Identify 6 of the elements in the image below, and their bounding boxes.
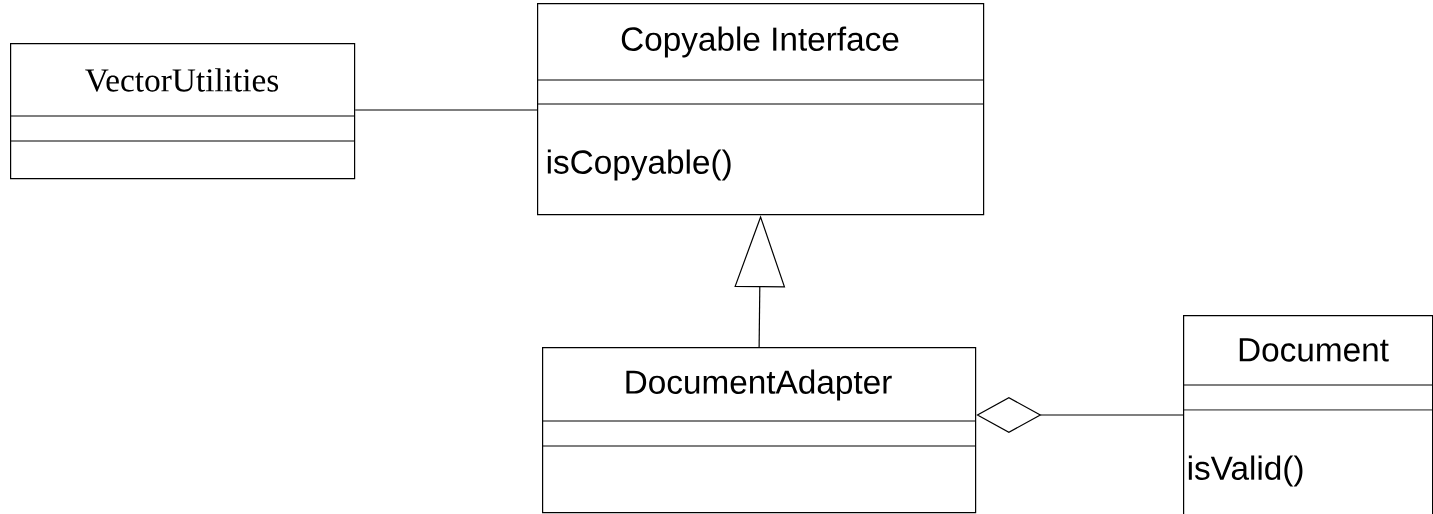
class-box: DocumentAdapter <box>541 347 977 514</box>
class-box: VectorUtilities <box>9 43 356 180</box>
class-box: Document isValid() <box>1182 315 1433 514</box>
class-box: Copyable Interface isCopyable() <box>536 3 985 216</box>
association-line <box>354 109 538 111</box>
aggregation-line <box>976 397 1184 433</box>
